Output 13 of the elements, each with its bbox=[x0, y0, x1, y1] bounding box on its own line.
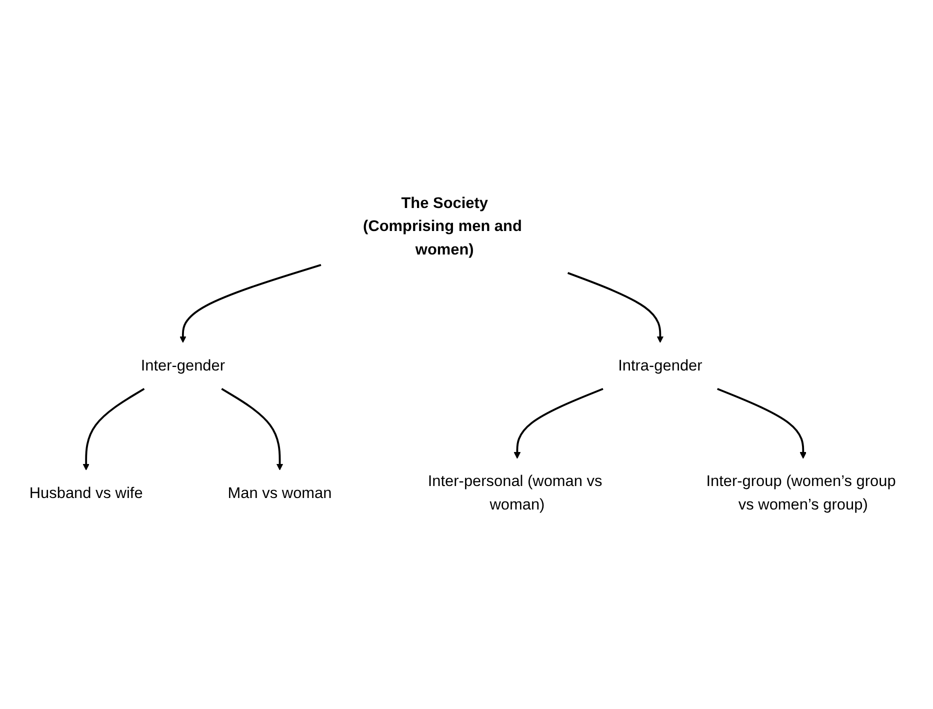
arrow bbox=[717, 388, 807, 460]
arrow bbox=[567, 272, 664, 344]
arrow bbox=[82, 388, 145, 471]
arrow bbox=[180, 264, 322, 344]
node-text: The Society (Comprising men and women) bbox=[363, 195, 522, 259]
arrow bbox=[514, 388, 604, 460]
node-text: Inter-personal (woman vs woman) bbox=[428, 474, 602, 514]
node-text: Inter-gender bbox=[140, 358, 226, 375]
node-text: Inter-group (women’s group vs women’s group) bbox=[706, 474, 896, 514]
node-text: Husband vs wife bbox=[29, 485, 143, 502]
arrow bbox=[221, 388, 284, 471]
node-text: Intra-gender bbox=[618, 358, 702, 375]
node-text: Man vs woman bbox=[228, 485, 332, 502]
